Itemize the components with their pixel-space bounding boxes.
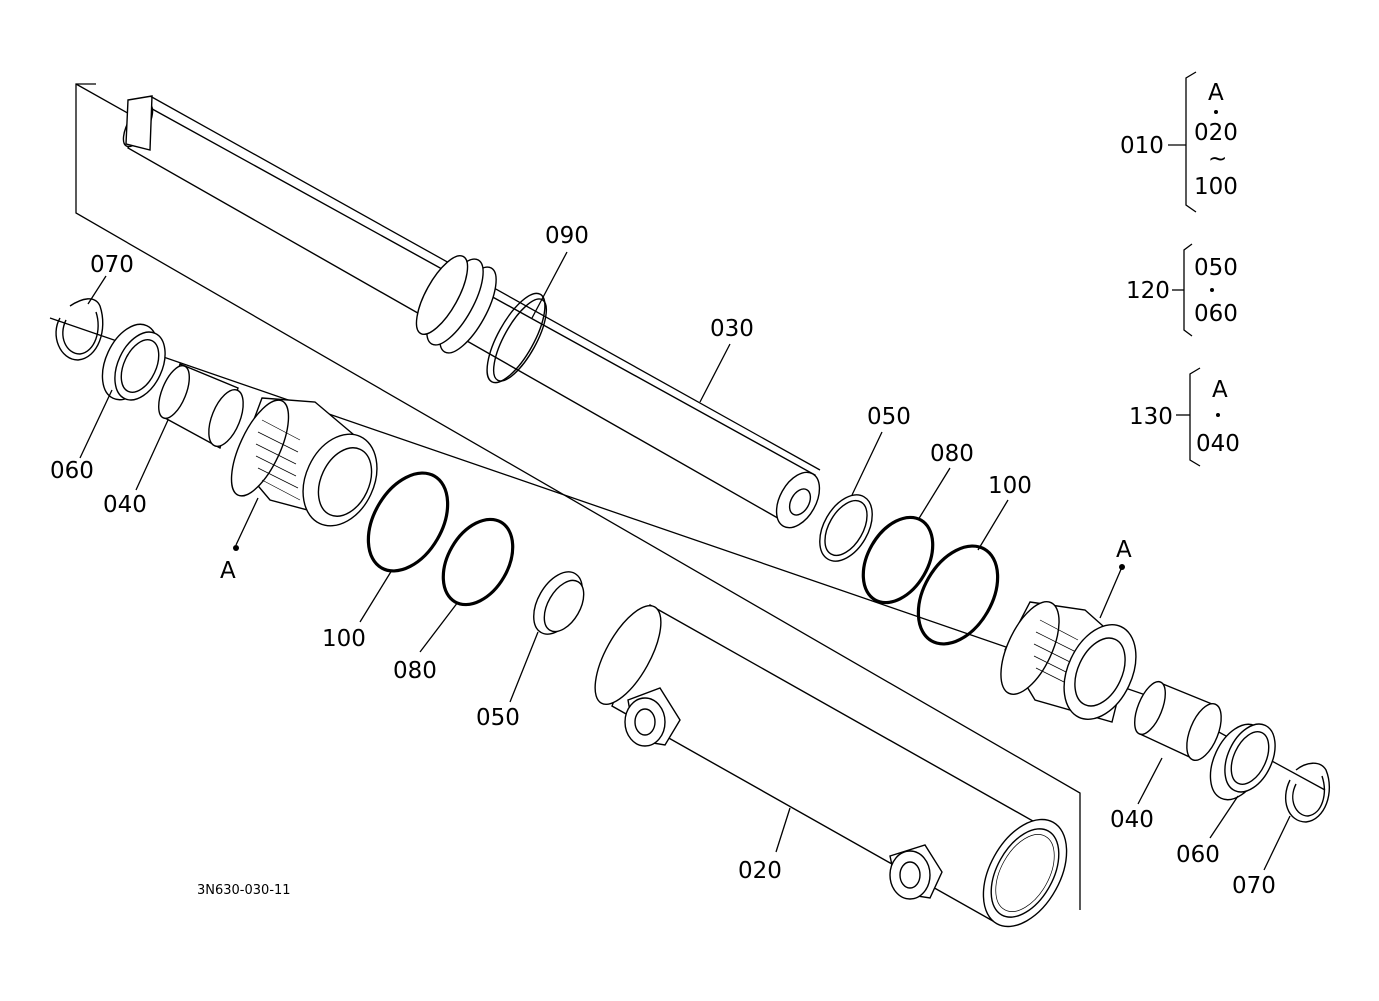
snap-ring-right [1285, 762, 1330, 823]
legend-010-second: 020 [1194, 120, 1238, 146]
legend-120-first: 050 [1194, 255, 1238, 281]
callout-a-right: A [1116, 537, 1132, 563]
legend-130-first: A [1212, 377, 1228, 403]
o-ring-080-right [861, 515, 935, 605]
gland-left [230, 397, 378, 527]
o-ring-100-right [916, 544, 1000, 646]
legend-group-130: 130 A 040 [1129, 367, 1240, 467]
cylinder-tube [594, 603, 1068, 928]
backup-ring-right [819, 494, 873, 562]
legend-130-second: 040 [1196, 431, 1240, 457]
legend-010-first: A [1208, 80, 1224, 106]
callout-060-right: 060 [1176, 842, 1220, 868]
drawing-number: 3N630-030-11 [197, 883, 291, 898]
seal-right [1209, 723, 1276, 801]
o-ring-080-left [441, 517, 515, 607]
callout-090: 090 [545, 223, 589, 249]
gland-right [1000, 601, 1137, 723]
leader-lines [79, 251, 1291, 871]
bushing-left [158, 363, 244, 450]
legend-group-120: 120 050 060 [1126, 243, 1238, 337]
callout-050-right: 050 [867, 404, 911, 430]
legend-120-second: 060 [1194, 301, 1238, 327]
callout-070-left: 070 [90, 252, 134, 278]
callouts: 090 030 070 060 040 A 100 080 050 050 08… [50, 223, 1276, 899]
callout-080-right: 080 [930, 441, 974, 467]
callout-030: 030 [710, 316, 754, 342]
callout-060-left: 060 [50, 458, 94, 484]
callout-a-left: A [220, 558, 236, 584]
piston-rod [122, 95, 821, 529]
legend-010-third: 100 [1194, 174, 1238, 200]
callout-040-left: 040 [103, 492, 147, 518]
callout-100-right: 100 [988, 473, 1032, 499]
legend-130-parent: 130 [1129, 404, 1173, 430]
legend-120-parent: 120 [1126, 278, 1170, 304]
callout-100-left: 100 [322, 626, 366, 652]
legend-group-010: 010 A 020 ~ 100 [1120, 71, 1238, 213]
snap-ring-left [55, 298, 104, 361]
legend-010-range: ~ [1208, 146, 1227, 172]
seal-left [101, 323, 166, 401]
callout-020: 020 [738, 858, 782, 884]
dot-A-right [1119, 564, 1125, 570]
callout-040-right: 040 [1110, 807, 1154, 833]
bushing-right [1134, 680, 1222, 762]
callout-050-left: 050 [476, 705, 520, 731]
callout-080-left: 080 [393, 658, 437, 684]
legend-010-parent: 010 [1120, 133, 1164, 159]
o-ring-100-left [366, 471, 450, 573]
backup-ring-left [533, 571, 585, 635]
dot-A-left [233, 545, 239, 551]
callout-070-right: 070 [1232, 873, 1276, 899]
